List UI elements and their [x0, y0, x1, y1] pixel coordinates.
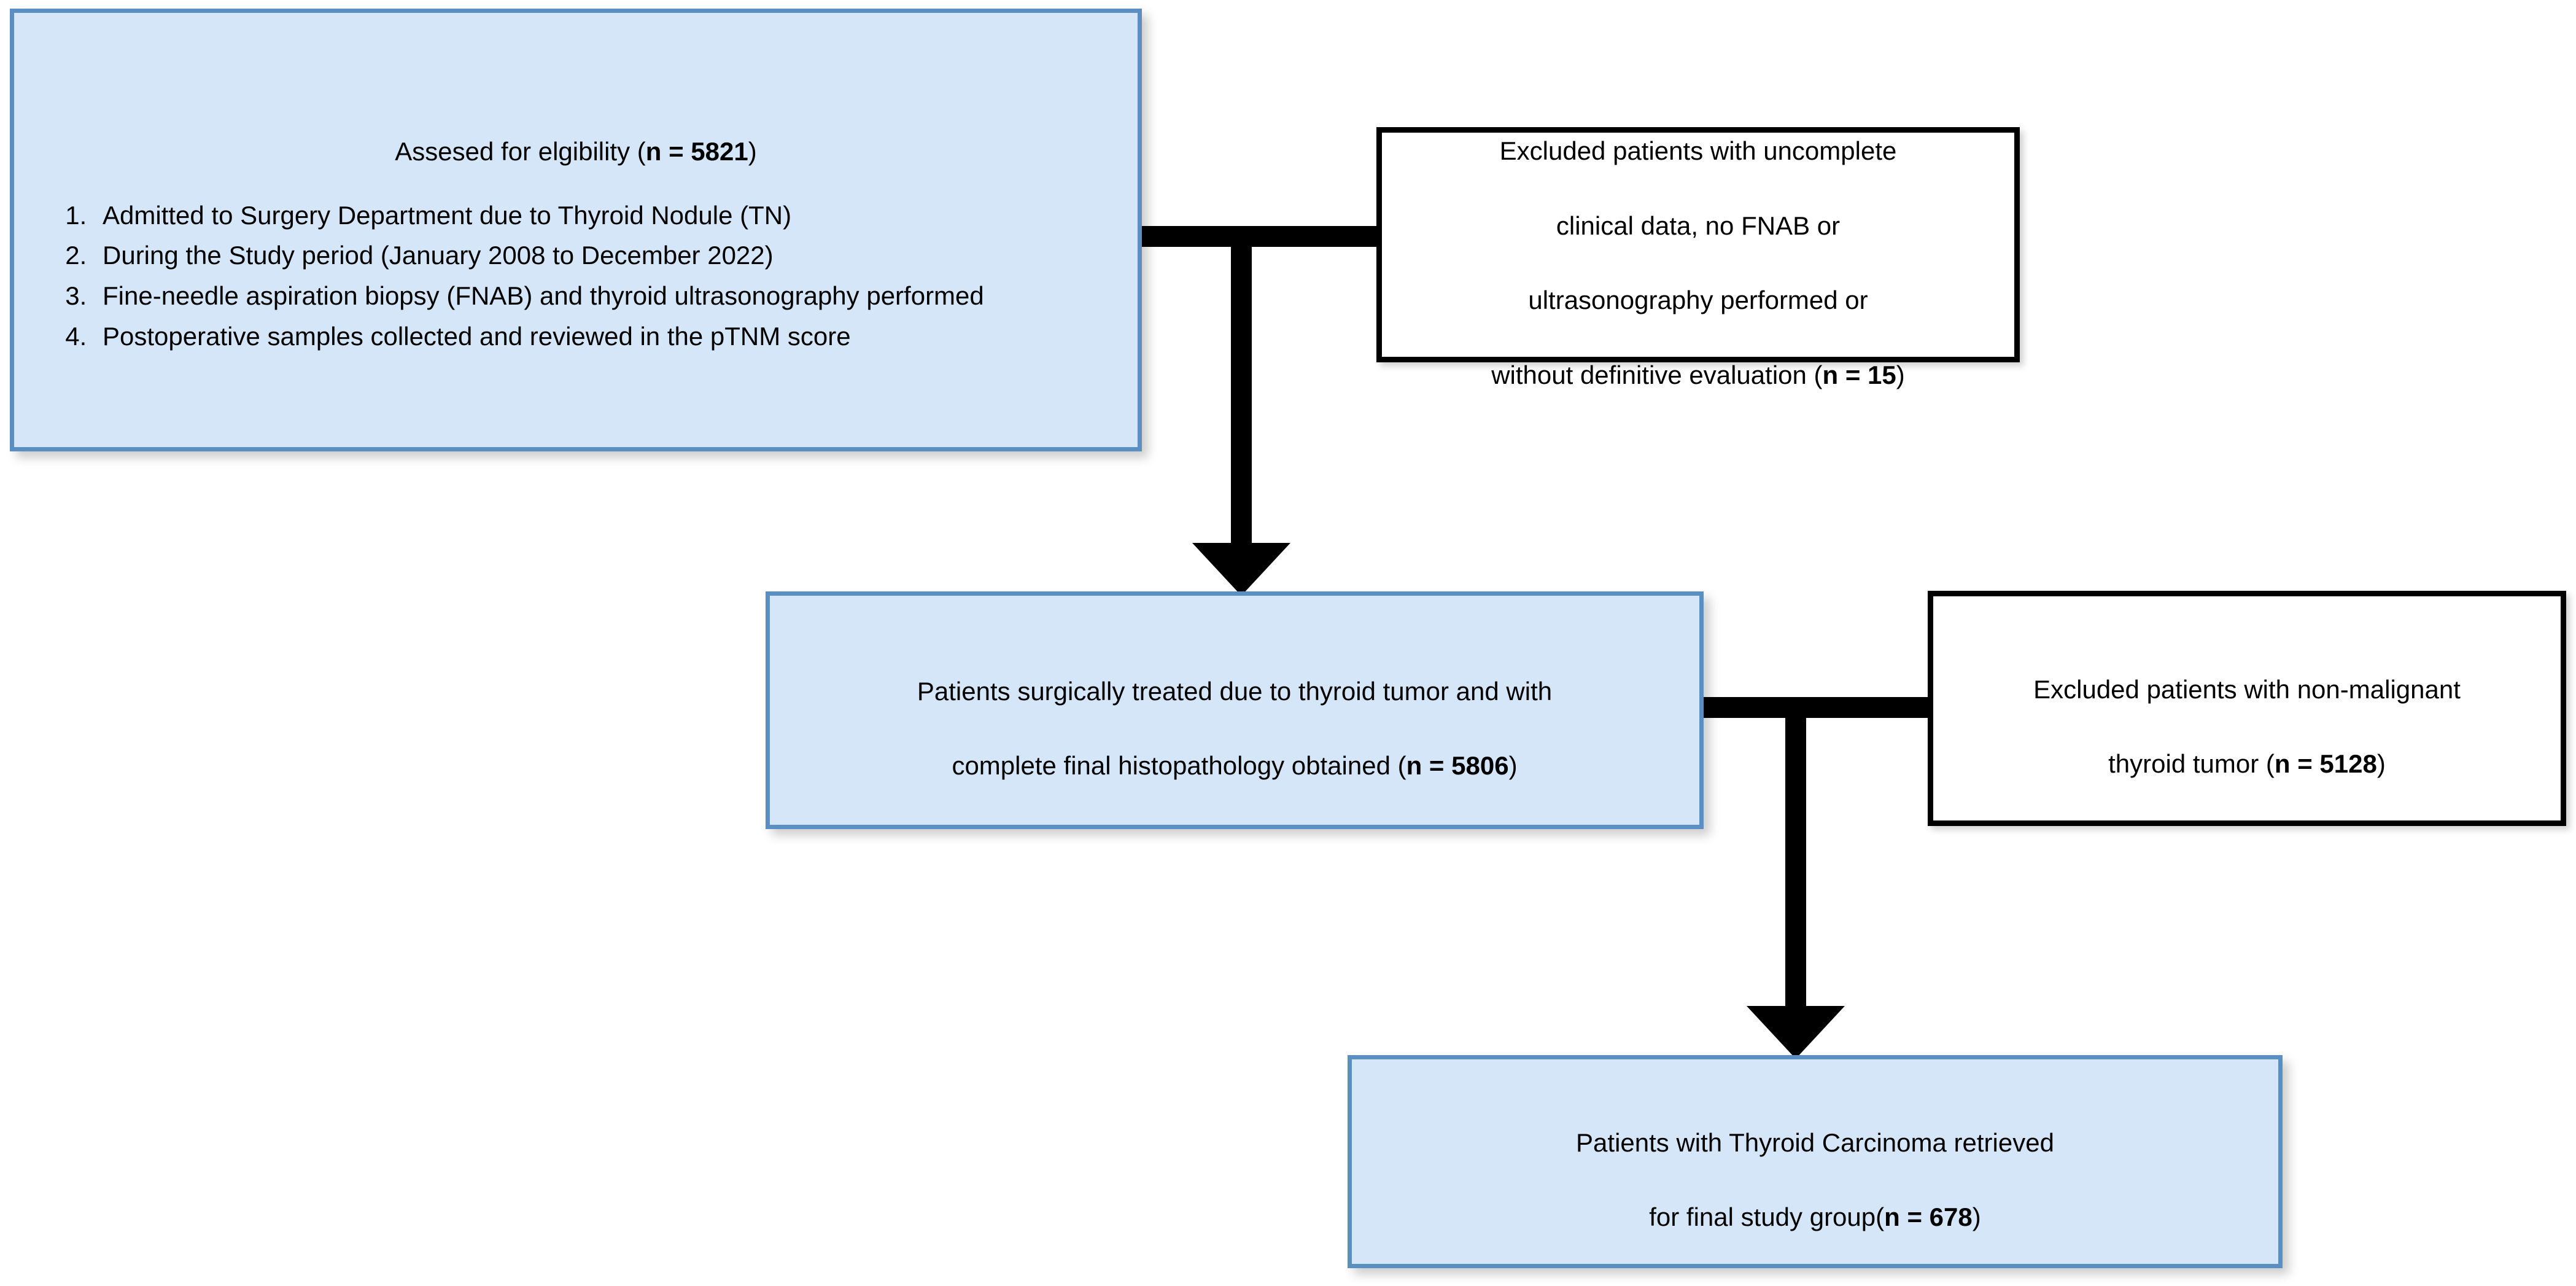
final-group-line2-text: for final study group(	[1649, 1202, 1885, 1232]
connector-horizontal-assessed-to-excluded-top	[1139, 226, 1380, 247]
excluded-middle-line2-close: )	[2376, 749, 2386, 779]
node-assessed-for-eligibility[interactable]: Assesed for elgibility (n = 5821) Admitt…	[10, 9, 1142, 451]
surgically-treated-line1: Patients surgically treated due to thyro…	[917, 676, 1553, 706]
assessed-criteria-list: Admitted to Surgery Department due to Th…	[62, 197, 1113, 355]
surgically-treated-line2-text: complete final histopathology obtained (	[952, 751, 1406, 781]
assessed-heading: Assesed for elgibility (n = 5821)	[14, 102, 1138, 169]
excluded-top-line4-text: without definitive evaluation (	[1491, 360, 1823, 390]
excluded-top-line4-close: )	[1896, 360, 1905, 390]
final-group-line2-close: )	[1972, 1202, 1981, 1232]
excluded-middle-n: n = 5128	[2274, 749, 2377, 779]
assessed-criteria-list-wrapper: Admitted to Surgery Department due to Th…	[14, 197, 1138, 359]
node-excluded-incomplete-data[interactable]: Excluded patients with uncomplete clinic…	[1376, 127, 2020, 389]
connector-vertical-assessed-to-surgically-treated	[1231, 226, 1252, 551]
excluded-top-line1: Excluded patients with uncomplete	[1499, 136, 1897, 165]
arrowhead-down-to-surgically-treated	[1192, 543, 1290, 596]
final-group-n: n = 678	[1884, 1202, 1973, 1232]
list-item: During the Study period (January 2008 to…	[94, 237, 1113, 274]
list-item: Fine-needle aspiration biopsy (FNAB) and…	[94, 278, 1113, 314]
surgically-treated-line2-close: )	[1508, 751, 1518, 781]
final-group-line1: Patients with Thyroid Carcinoma retrieve…	[1576, 1128, 2054, 1157]
connector-horizontal-surgically-treated-to-excluded-middle	[1701, 697, 1933, 718]
assessed-heading-text: Assesed for elgibility (	[395, 137, 646, 166]
node-surgically-treated[interactable]: Patients surgically treated due to thyro…	[766, 591, 1704, 829]
list-item: Admitted to Surgery Department due to Th…	[94, 197, 1113, 234]
assessed-heading-close: )	[748, 137, 757, 166]
excluded-top-line2: clinical data, no FNAB or	[1556, 211, 1841, 240]
excluded-top-text: Excluded patients with uncomplete clinic…	[1382, 95, 2014, 394]
final-group-text: Patients with Thyroid Carcinoma retrieve…	[1352, 1087, 2278, 1237]
assessed-heading-n: n = 5821	[645, 137, 748, 166]
surgically-treated-text: Patients surgically treated due to thyro…	[770, 636, 1699, 785]
node-final-study-group[interactable]: Patients with Thyroid Carcinoma retrieve…	[1348, 1055, 2283, 1268]
surgically-treated-n: n = 5806	[1406, 751, 1509, 781]
connector-vertical-surgically-treated-to-final-group	[1785, 697, 1806, 1016]
excluded-middle-line2-text: thyroid tumor (	[2108, 749, 2275, 779]
excluded-top-line3: ultrasonography performed or	[1528, 286, 1868, 315]
excluded-middle-line1: Excluded patients with non-malignant	[2033, 674, 2461, 704]
list-item: Postoperative samples collected and revi…	[94, 318, 1113, 355]
node-excluded-non-malignant[interactable]: Excluded patients with non-malignant thy…	[1928, 591, 2566, 826]
excluded-top-n: n = 15	[1822, 360, 1896, 390]
excluded-middle-text: Excluded patients with non-malignant thy…	[1933, 634, 2561, 784]
arrowhead-down-to-final-group	[1747, 1006, 1845, 1059]
